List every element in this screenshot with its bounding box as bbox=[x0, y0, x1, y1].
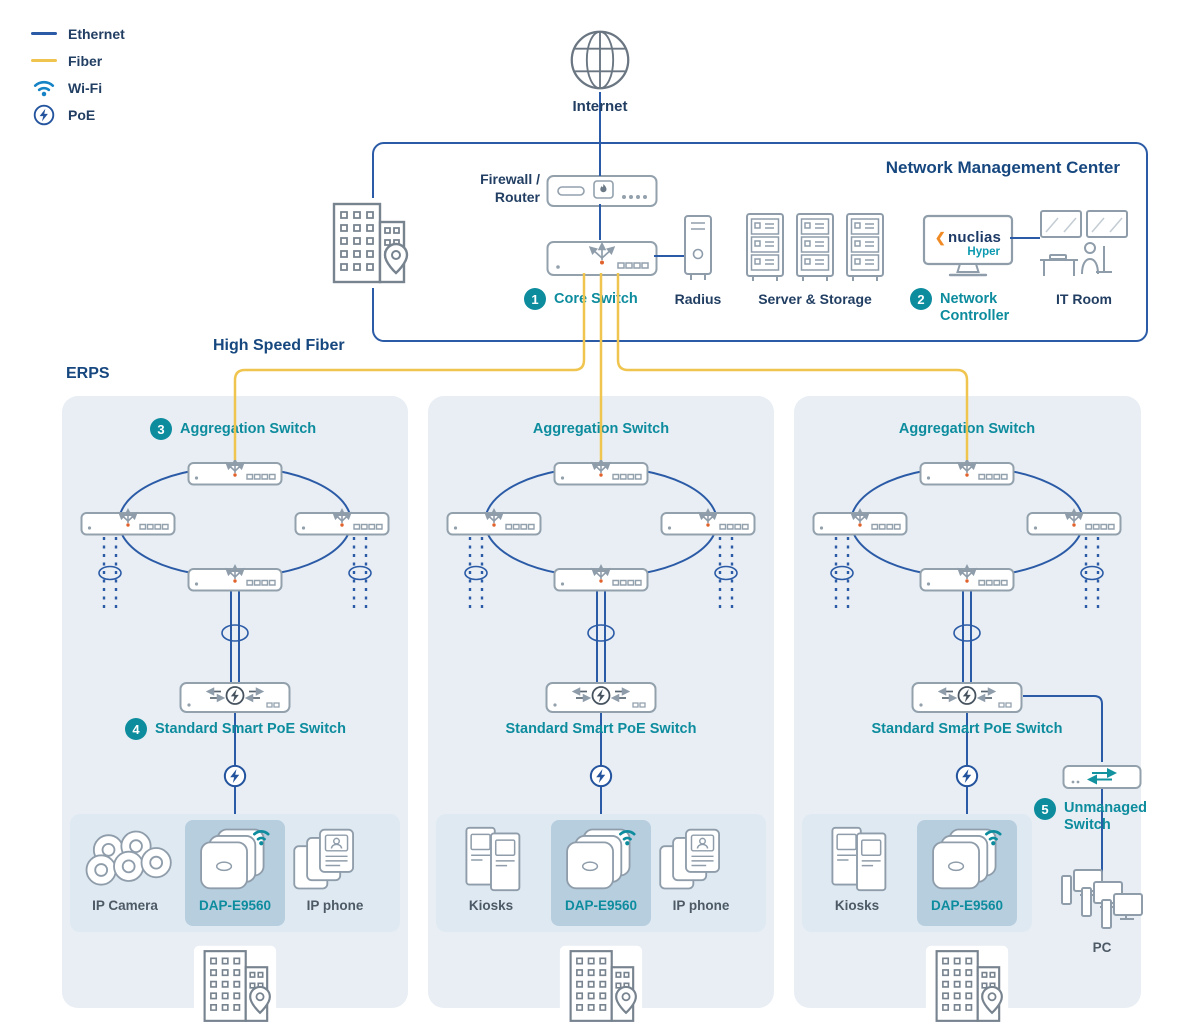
step-badge-5: 5 bbox=[1034, 798, 1056, 820]
access-point-icon bbox=[927, 824, 1009, 892]
step-badge-3: 3 bbox=[150, 418, 172, 440]
it-room-icon bbox=[1038, 208, 1132, 280]
aggregation-switch-icon bbox=[812, 506, 908, 536]
legend-label: PoE bbox=[68, 106, 96, 123]
aggregation-switch-icon bbox=[446, 506, 542, 536]
device-label: Kiosks bbox=[834, 898, 880, 913]
poe-switch-icon bbox=[911, 678, 1023, 714]
unmanaged-switch-label: Unmanaged Switch bbox=[1064, 800, 1147, 833]
server-storage-label: Server & Storage bbox=[758, 291, 872, 307]
poe-icon bbox=[33, 104, 55, 126]
poe-switch-icon bbox=[545, 678, 657, 714]
building-icon bbox=[558, 944, 644, 1028]
firewall-router-icon bbox=[546, 168, 658, 212]
fiber-line-swatch bbox=[31, 59, 57, 62]
building-icon bbox=[192, 944, 278, 1028]
building-icon bbox=[320, 196, 416, 290]
access-point-icon bbox=[561, 824, 643, 892]
aggregation-switch-icon bbox=[1026, 506, 1122, 536]
wifi-icon bbox=[31, 77, 57, 98]
radius-label: Radius bbox=[674, 291, 722, 307]
legend-label: Wi-Fi bbox=[68, 79, 103, 96]
high-speed-fiber-label: High Speed Fiber bbox=[213, 337, 345, 354]
nuclias-logo: ❮nuclias Hyper bbox=[934, 229, 1002, 258]
aggregation-switch-label: Aggregation Switch bbox=[898, 421, 1036, 437]
legend-item-poe: PoE bbox=[30, 101, 125, 128]
aggregation-switch-icon bbox=[660, 506, 756, 536]
step-badge-2: 2 bbox=[910, 288, 932, 310]
aggregation-switch-icon bbox=[187, 562, 283, 592]
poe-switch-label: Standard Smart PoE Switch bbox=[871, 721, 1063, 737]
pc-icon bbox=[1060, 866, 1144, 936]
nuclias-chevron-icon: ❮ bbox=[934, 230, 946, 245]
access-point-label: DAP-E9560 bbox=[198, 898, 272, 913]
server-icon bbox=[744, 212, 786, 284]
it-room-label: IT Room bbox=[1056, 291, 1112, 307]
access-point-label: DAP-E9560 bbox=[930, 898, 1004, 913]
erps-label: ERPS bbox=[66, 365, 110, 382]
legend-item-fiber: Fiber bbox=[30, 47, 125, 74]
poe-icon bbox=[955, 764, 979, 788]
step-badge-1: 1 bbox=[524, 288, 546, 310]
kiosk-icon bbox=[449, 824, 533, 894]
aggregation-switch-icon bbox=[80, 506, 176, 536]
device-label: IP phone bbox=[306, 898, 364, 913]
firewall-router-label: Firewall / Router bbox=[480, 171, 540, 206]
server-icon bbox=[794, 212, 836, 284]
aggregation-switch-label: Aggregation Switch bbox=[532, 421, 670, 437]
legend-item-wifi: Wi-Fi bbox=[30, 74, 125, 101]
step-badge-4: 4 bbox=[125, 718, 147, 740]
aggregation-switch-icon bbox=[553, 562, 649, 592]
poe-switch-label: Standard Smart PoE Switch bbox=[155, 721, 346, 737]
legend-label: Fiber bbox=[68, 52, 103, 69]
network-management-center: Network Management Center Firewall / Rou… bbox=[372, 142, 1148, 342]
aggregation-switch-icon bbox=[187, 456, 283, 486]
server-icon bbox=[844, 212, 886, 284]
ip-phone-icon bbox=[656, 826, 738, 894]
legend-item-ethernet: Ethernet bbox=[30, 20, 125, 47]
radius-server-icon bbox=[681, 214, 715, 282]
aggregation-switch-icon bbox=[919, 562, 1015, 592]
core-switch-icon bbox=[546, 234, 658, 278]
device-label: IP Camera bbox=[92, 898, 158, 913]
ip-phone-icon bbox=[290, 826, 372, 894]
nmc-title: Network Management Center bbox=[885, 158, 1120, 177]
aggregation-switch-label: Aggregation Switch bbox=[180, 421, 317, 437]
core-switch-label: Core Switch bbox=[554, 291, 638, 307]
ethernet-line-swatch bbox=[31, 32, 57, 35]
device-label: IP phone bbox=[672, 898, 730, 913]
kiosk-icon bbox=[815, 824, 899, 894]
poe-switch-label: Standard Smart PoE Switch bbox=[505, 721, 697, 737]
legend-label: Ethernet bbox=[68, 25, 125, 42]
poe-switch-icon bbox=[179, 678, 291, 714]
device-label: Kiosks bbox=[468, 898, 514, 913]
zone-panel-2: Aggregation Switch Standard Smart PoE Sw… bbox=[428, 396, 774, 1008]
unmanaged-switch-icon bbox=[1062, 762, 1142, 790]
aggregation-switch-icon bbox=[919, 456, 1015, 486]
aggregation-switch-icon bbox=[553, 456, 649, 486]
building-icon bbox=[924, 944, 1010, 1028]
zone-panel-1: 3 Aggregation Switch 4 Standard Smart Po… bbox=[62, 396, 408, 1008]
internet-globe-icon bbox=[568, 28, 632, 92]
legend: Ethernet Fiber Wi-Fi PoE bbox=[30, 20, 125, 128]
pc-label: PC bbox=[1092, 940, 1112, 955]
internet-label: Internet bbox=[572, 98, 628, 115]
access-point-icon bbox=[195, 824, 277, 892]
access-point-label: DAP-E9560 bbox=[564, 898, 638, 913]
ip-camera-icon bbox=[75, 826, 175, 892]
network-controller-label: Network Controller bbox=[940, 291, 1010, 324]
poe-icon bbox=[223, 764, 247, 788]
poe-icon bbox=[589, 764, 613, 788]
aggregation-switch-icon bbox=[294, 506, 390, 536]
